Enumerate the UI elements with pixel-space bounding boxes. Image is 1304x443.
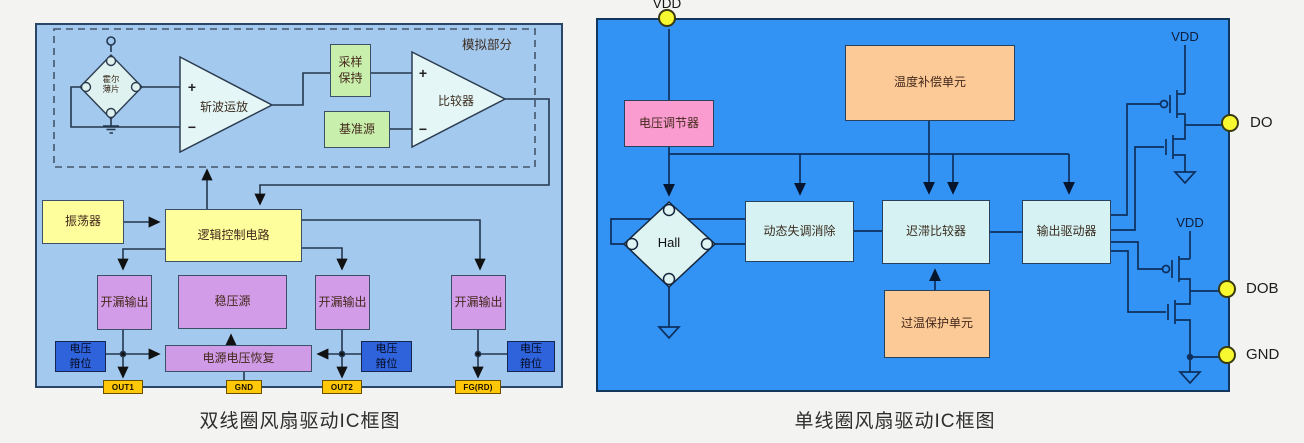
otp-block: 过温保护单元 [884, 290, 990, 358]
output-driver-block: 输出驱动器 [1022, 200, 1111, 264]
open-drain-output-2: 开漏输出 [315, 275, 370, 330]
hall-label: Hall [657, 235, 681, 250]
nmos-icon [1165, 135, 1174, 159]
hall-sensor-icon [622, 200, 717, 289]
ground-icon [1173, 171, 1197, 185]
temp-compensation-block: 温度补偿单元 [845, 45, 1015, 121]
offset-cancel-block: 动态失调消除 [745, 201, 854, 262]
comparator-plus-sign: + [418, 65, 428, 81]
ground-icon [1178, 371, 1202, 385]
hall-plate-label: 霍尔 薄片 [102, 74, 120, 95]
hall-plate-icon [79, 53, 143, 121]
open-drain-output-1: 开漏输出 [97, 275, 152, 330]
analog-section-label: 模拟部分 [461, 38, 512, 52]
left-caption: 双线圈风扇驱动IC框图 [199, 411, 401, 432]
vdd-label-stage1: VDD [1171, 29, 1199, 44]
voltage-clamp-1: 电压 箝位 [55, 341, 106, 372]
comparator-label: 比较器 [437, 94, 474, 108]
pin-out2: OUT2 [322, 380, 362, 394]
logic-control-block: 逻辑控制电路 [165, 209, 302, 262]
wires [70, 36, 550, 383]
hall-terminal-icon [106, 36, 116, 46]
voltage-regulator-source-block: 稳压源 [178, 275, 287, 329]
vdd-label-stage2: VDD [1176, 215, 1204, 230]
voltage-regulator-block: 电压调节器 [624, 100, 714, 147]
comparator-minus-sign: − [418, 121, 428, 137]
do-pin [1221, 114, 1239, 132]
pin-out1: OUT1 [103, 380, 143, 394]
analog-section-outline [53, 28, 536, 168]
nmos-icon [1167, 300, 1176, 324]
voltage-clamp-2: 电压 箝位 [361, 341, 412, 372]
pmos-bubble-icon [1161, 264, 1171, 274]
pmos-bubble-icon [1159, 99, 1169, 109]
single-coil-ic-panel: 电压调节器 温度补偿单元 Hall 动态失调消除 迟滞比较器 输出驱动器 过温保… [596, 18, 1232, 392]
hysteresis-comparator-block: 迟滞比较器 [882, 200, 990, 264]
junction-dot [338, 350, 346, 358]
sample-hold-block: 采样 保持 [330, 44, 371, 97]
junction-dot [474, 350, 482, 358]
dob-pin [1218, 280, 1236, 298]
gnd-pin [1218, 346, 1236, 364]
ground-icon [657, 326, 681, 340]
ground-icon [103, 119, 119, 134]
chopper-opamp-triangle [179, 55, 274, 154]
opamp-minus-sign: − [187, 119, 197, 135]
reference-source-block: 基准源 [324, 111, 390, 148]
pmos-icon [1171, 256, 1180, 282]
supply-voltage-recovery-block: 电源电压恢复 [165, 345, 312, 372]
right-caption: 单线圈风扇驱动IC框图 [794, 411, 996, 432]
vdd-top-label: VDD [652, 0, 682, 11]
opamp-plus-sign: + [187, 79, 197, 95]
comparator-triangle [411, 50, 507, 149]
pin-fg-rd: FG(RD) [455, 380, 501, 394]
pin-gnd-left: GND [226, 380, 262, 394]
dual-coil-wiring [53, 28, 550, 383]
dual-coil-ic-panel: 模拟部分 霍尔 薄片 + − 斩波运放 采样 保持 基准源 + − 比较器 振荡… [35, 23, 563, 394]
pmos-icon [1169, 90, 1178, 118]
dob-pin-label: DOB [1246, 280, 1279, 297]
push-pull-stage-do [1159, 45, 1232, 185]
junction-dot [1186, 353, 1194, 361]
single-coil-wiring [610, 29, 1232, 385]
junction-dot [119, 350, 127, 358]
voltage-clamp-3: 电压 箝位 [507, 341, 555, 372]
oscillator-block: 振荡器 [42, 200, 124, 244]
gnd-pin-label: GND [1246, 346, 1280, 363]
do-pin-label: DO [1250, 114, 1273, 131]
chopper-opamp-label: 斩波运放 [199, 100, 248, 114]
vdd-top-pin [658, 9, 676, 27]
open-drain-output-3: 开漏输出 [451, 275, 506, 330]
